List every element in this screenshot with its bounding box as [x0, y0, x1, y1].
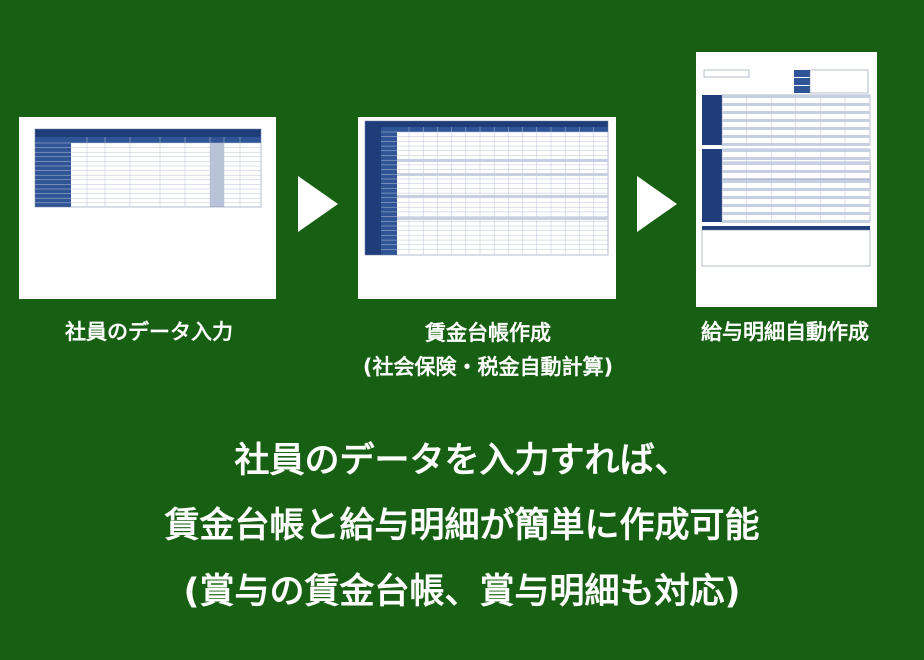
payslip-info-box: [809, 69, 869, 94]
arrow-right-icon: [637, 176, 677, 232]
sheet-border: [364, 120, 609, 256]
headline-line-1: 社員のデータを入力すれば、: [234, 441, 690, 481]
sheet-header-row: [365, 127, 608, 132]
sheet-subtotal-row: [397, 217, 608, 220]
payslip-remarks-header: [702, 226, 870, 230]
step-2-subtitle: (社会保険・税金自動計算): [362, 355, 614, 379]
payslip-title-box: [703, 69, 750, 78]
payslip-label-cell: [794, 86, 810, 93]
sheet-header-row: [35, 137, 261, 143]
employee-data-sheet-image: [19, 117, 276, 299]
headline-line-3: (賞与の賃金台帳、賞与明細も対応): [183, 572, 741, 612]
sheet-label-column: [381, 132, 397, 255]
sheet-header-row: [365, 121, 608, 127]
wage-ledger-image: [358, 117, 616, 299]
step-2-caption: 賃金台帳作成 (社会保険・税金自動計算): [328, 316, 648, 384]
payslip-remarks-box: [701, 229, 871, 267]
sheet-border: [34, 128, 262, 208]
sheet-header-row: [35, 129, 261, 137]
arrow-right-icon: [298, 176, 338, 232]
sheet-label-column: [365, 121, 381, 255]
payslip-section-label: [702, 180, 722, 222]
headline-line-2: 賃金台帳と給与明細が簡単に作成可能: [164, 506, 760, 546]
payslip-label-cell: [794, 78, 810, 85]
sheet-subtotal-row: [397, 159, 608, 162]
payslip-section-label: [702, 95, 722, 145]
sheet-subtotal-row: [397, 173, 608, 176]
step-1-caption: 社員のデータ入力: [65, 320, 233, 344]
sheet-subtotal-row: [397, 195, 608, 198]
step-3-caption: 給与明細自動作成: [701, 320, 869, 344]
payslip-section-label: [702, 162, 722, 182]
payslip-image: [696, 52, 877, 307]
payslip-label-cell: [794, 70, 810, 77]
step-2-title: 賃金台帳作成: [425, 321, 551, 345]
